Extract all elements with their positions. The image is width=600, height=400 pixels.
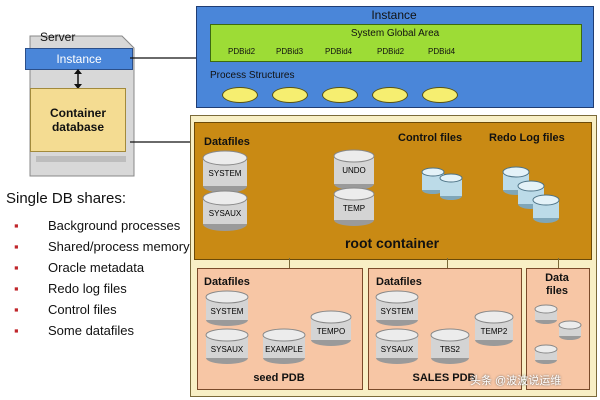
cylinder-label: SYSAUX bbox=[211, 345, 244, 354]
data-file-icon bbox=[534, 304, 582, 364]
cdb-label-line2: database bbox=[51, 120, 104, 134]
system-datafile-icon: SYSTEM bbox=[205, 290, 249, 326]
undo-datafile-icon: UNDO bbox=[333, 149, 375, 190]
bullet-icon: ▪ bbox=[14, 260, 19, 275]
seed-datafiles-title: Datafiles bbox=[204, 276, 250, 288]
bullet-icon: ▪ bbox=[14, 218, 19, 233]
bullet-icon: ▪ bbox=[14, 281, 19, 296]
process-structures-title: Process Structures bbox=[210, 70, 295, 81]
sales-datafiles-title: Datafiles bbox=[376, 276, 422, 288]
cylinder-label: SYSAUX bbox=[209, 209, 242, 218]
sga-box bbox=[210, 24, 582, 62]
process-oval bbox=[372, 87, 408, 103]
server-instance-label: Instance bbox=[56, 52, 102, 66]
list-item: ▪Redo log files bbox=[14, 281, 127, 296]
cylinder-label: EXAMPLE bbox=[265, 345, 303, 354]
cylinder-label: TEMP2 bbox=[481, 327, 508, 336]
instance-title: Instance bbox=[371, 8, 417, 22]
system-datafile-icon: SYSTEM bbox=[375, 290, 419, 326]
cylinder-label: TBS2 bbox=[440, 345, 461, 354]
cylinder-label: TEMP bbox=[343, 204, 365, 213]
tempo-datafile-icon: TEMPO bbox=[310, 310, 352, 346]
cylinder-label: SYSTEM bbox=[209, 169, 242, 178]
pdb-id-label: PDBid2 bbox=[228, 47, 256, 56]
tbs2-datafile-icon: TBS2 bbox=[430, 328, 470, 364]
list-item: ▪Background processes bbox=[14, 218, 181, 233]
cdb-label-line1: Container bbox=[49, 106, 106, 120]
server-container-db-box: Container database bbox=[30, 88, 126, 152]
connector-lines bbox=[130, 57, 196, 143]
control-file-icon bbox=[421, 167, 463, 200]
process-oval bbox=[322, 87, 358, 103]
cylinder-label: SYSTEM bbox=[381, 307, 414, 316]
pdb-id-label: PDBid3 bbox=[276, 47, 304, 56]
process-oval bbox=[272, 87, 308, 103]
process-oval bbox=[222, 87, 258, 103]
process-oval bbox=[422, 87, 458, 103]
sysaux-datafile-icon: SYSAUX bbox=[205, 328, 249, 364]
bullet-icon: ▪ bbox=[14, 323, 19, 338]
cylinder-label: SYSAUX bbox=[381, 345, 414, 354]
data-files-title-line1: Data bbox=[545, 272, 569, 284]
cylinder-label: TEMPO bbox=[317, 327, 345, 336]
connector-line bbox=[289, 258, 290, 268]
data-files-title-line2: files bbox=[545, 285, 568, 297]
list-item: ▪Some datafiles bbox=[14, 323, 134, 338]
root-container-title: root container bbox=[344, 235, 440, 251]
cylinder-label: UNDO bbox=[342, 166, 366, 175]
list-item: ▪Shared/process memory bbox=[14, 239, 190, 254]
control-files-title: Control files bbox=[398, 132, 463, 144]
shares-list: ▪Background processes ▪Shared/process me… bbox=[14, 218, 190, 344]
pdb-id-label: PDBid4 bbox=[325, 47, 353, 56]
bullet-icon: ▪ bbox=[14, 239, 19, 254]
bullet-icon: ▪ bbox=[14, 302, 19, 317]
temp-datafile-icon: TEMP bbox=[333, 187, 375, 226]
sysaux-datafile-icon: SYSAUX bbox=[375, 328, 419, 364]
example-datafile-icon: EXAMPLE bbox=[262, 328, 306, 364]
pdb-id-label: PDBid4 bbox=[428, 47, 456, 56]
pdb-id-label: PDBid2 bbox=[377, 47, 405, 56]
redo-log-file-icon bbox=[502, 166, 560, 223]
connector-line bbox=[447, 258, 448, 268]
system-datafile-icon: SYSTEM bbox=[202, 150, 248, 193]
sales-pdb-title: SALES PDB bbox=[412, 372, 476, 384]
sysaux-datafile-icon: SYSAUX bbox=[202, 190, 248, 231]
root-datafiles-title: Datafiles bbox=[204, 136, 250, 148]
list-item: ▪Oracle metadata bbox=[14, 260, 145, 275]
redo-log-files-title: Redo Log files bbox=[489, 132, 565, 144]
shares-title: Single DB shares: bbox=[6, 190, 127, 207]
seed-pdb-title: seed PDB bbox=[253, 372, 305, 384]
list-item: ▪Control files bbox=[14, 302, 117, 317]
cylinder-label: SYSTEM bbox=[211, 307, 244, 316]
double-arrow-icon bbox=[74, 69, 82, 89]
connector-line bbox=[558, 258, 559, 268]
watermark: 头条 @波波说运维 bbox=[470, 375, 562, 387]
sga-title: System Global Area bbox=[350, 28, 440, 39]
temp2-datafile-icon: TEMP2 bbox=[474, 310, 514, 346]
server-instance-box: Instance bbox=[25, 48, 133, 70]
server-label: Server bbox=[40, 30, 76, 44]
